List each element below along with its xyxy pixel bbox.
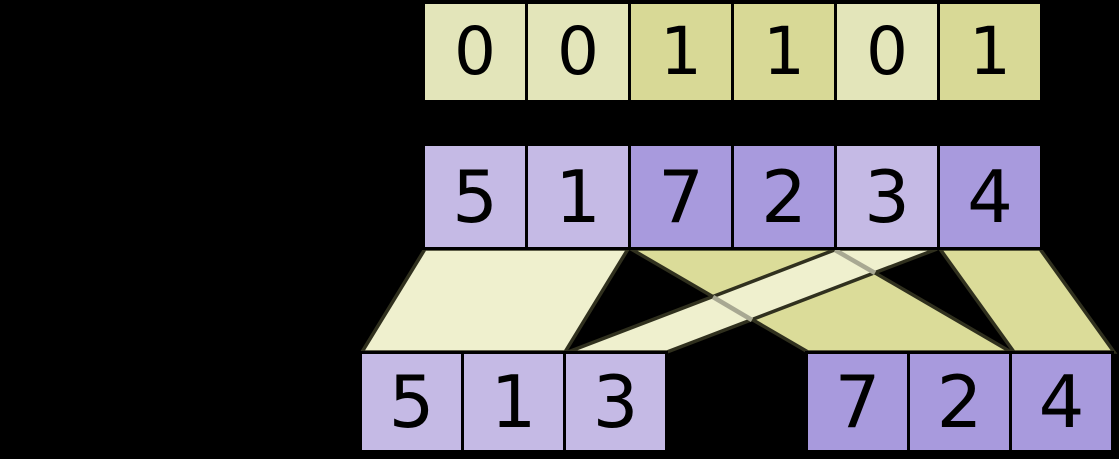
input-array-row: 5 1 7 2 3 4	[422, 143, 1043, 250]
mask-cell: 0	[528, 4, 628, 100]
mask-cell: 0	[837, 4, 937, 100]
output-left-array: 5 1 3	[359, 351, 668, 453]
input-cell: 5	[425, 146, 525, 247]
input-cell: 2	[734, 146, 834, 247]
output-right-cell: 2	[910, 354, 1009, 450]
hidden-edge-segment	[711, 295, 754, 322]
mask-row: 0 0 1 1 0 1	[422, 1, 1043, 103]
input-cell: 1	[528, 146, 628, 247]
output-left-cell: 1	[464, 354, 563, 450]
mask-cell: 1	[734, 4, 834, 100]
output-right-array: 7 2 4	[805, 351, 1114, 453]
input-cell: 7	[631, 146, 731, 247]
input-cell: 4	[940, 146, 1040, 247]
hidden-edge-segment	[833, 248, 877, 275]
output-right-cell: 4	[1012, 354, 1111, 450]
input-cell: 3	[837, 146, 937, 247]
mask-cell: 1	[631, 4, 731, 100]
mask-cell: 1	[940, 4, 1040, 100]
output-left-cell: 5	[362, 354, 461, 450]
flow-band-mask0-group1	[358, 247, 632, 354]
output-right-cell: 7	[808, 354, 907, 450]
output-left-cell: 3	[566, 354, 665, 450]
mask-cell: 0	[425, 4, 525, 100]
